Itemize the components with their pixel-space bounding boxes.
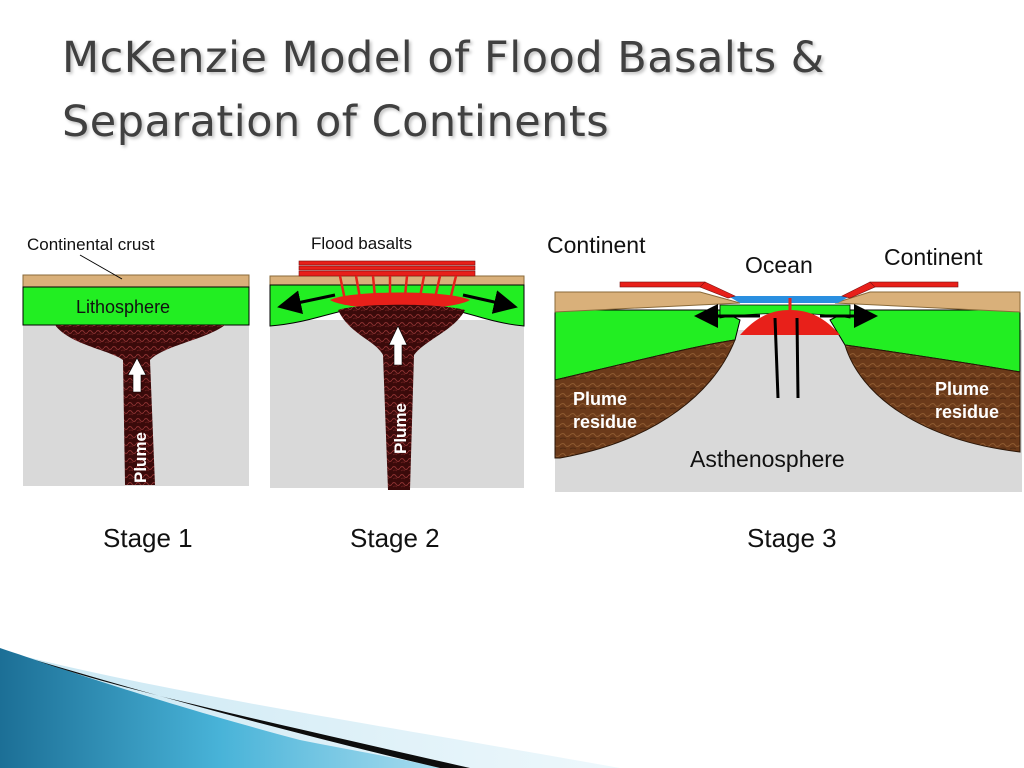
stage-1-up-arrow bbox=[127, 357, 147, 393]
stage-1-label: Stage 1 bbox=[103, 523, 193, 553]
stage-3-basalt-right-slope bbox=[841, 281, 876, 299]
stage-2-flood-basalt-layer-2 bbox=[298, 265, 476, 271]
swoosh-blue-band bbox=[0, 648, 440, 768]
stage-3-plume-residue-right-label-1: Plume bbox=[935, 379, 989, 399]
slide-title-line-2: Separation of Continents bbox=[62, 97, 610, 147]
stage-2-plume bbox=[338, 304, 465, 490]
stage-3-feeder-left bbox=[773, 317, 780, 399]
stage-2-arrow-right bbox=[462, 290, 518, 314]
stage-3-plume-residue-left-label-2: residue bbox=[573, 412, 637, 432]
stage-2-flood-basalt-layer-1 bbox=[298, 260, 476, 266]
stage-3-basalt-left bbox=[619, 281, 706, 288]
stage-2-up-arrow bbox=[388, 325, 408, 366]
stage-2-plume-label: Plume bbox=[391, 403, 410, 454]
stage-1-lithosphere-label: Lithosphere bbox=[76, 297, 170, 317]
slide-footer-swoosh bbox=[0, 648, 620, 768]
stage-3-plume-residue-right bbox=[844, 344, 1021, 453]
stage-3-panel: Continent Ocean Continent Plume residue … bbox=[547, 232, 1022, 553]
stage-2-flood-basalt-layer-3 bbox=[298, 270, 476, 277]
stage-3-plume-residue-right-label-2: residue bbox=[935, 402, 999, 422]
stage-2-label: Stage 2 bbox=[350, 523, 440, 553]
stage-3-continent-right-label: Continent bbox=[884, 244, 983, 270]
stage-3-plume-residue-left-label-1: Plume bbox=[573, 389, 627, 409]
slide-title: McKenzie Model of Flood Basalts & Separa… bbox=[62, 26, 1002, 154]
stage-3-basalt-left-slope bbox=[699, 281, 736, 299]
stage-3-ocean-label: Ocean bbox=[745, 252, 813, 278]
stage-2-arrow-left bbox=[277, 290, 336, 315]
stage-1-lithosphere bbox=[22, 286, 250, 326]
stage-2-flood-basalts-label: Flood basalts bbox=[311, 234, 412, 253]
stage-2-dikes bbox=[338, 275, 458, 301]
stage-2-panel: Flood basalts Plume Stage 2 bbox=[269, 234, 525, 553]
stage-1-plume-label: Plume bbox=[131, 432, 150, 483]
stage-3-label: Stage 3 bbox=[747, 523, 837, 553]
stage-2-continental-crust bbox=[269, 275, 525, 286]
stage-3-continent-crust-right bbox=[834, 291, 1021, 313]
stage-3-continent-left-label: Continent bbox=[547, 232, 646, 258]
stage-3-plume-residue-left bbox=[554, 339, 736, 459]
stage-3-feeder-right bbox=[795, 317, 800, 399]
stage-1-continental-crust-label: Continental crust bbox=[27, 235, 155, 254]
stage-1-panel: Continental crust Lithosphere Plume Stag… bbox=[22, 235, 250, 553]
stage-3-asthenosphere-label: Asthenosphere bbox=[690, 446, 845, 472]
stage-1-continental-crust bbox=[22, 274, 250, 288]
slide-title-line-1: McKenzie Model of Flood Basalts & bbox=[62, 33, 825, 83]
stage-3-ridge-melt bbox=[740, 310, 840, 335]
stage-3-basalt-right bbox=[869, 281, 959, 288]
stage-1-plume bbox=[55, 325, 225, 485]
stage-3-continent-crust-left bbox=[554, 291, 741, 313]
stage-1-crust-leader bbox=[79, 254, 123, 280]
